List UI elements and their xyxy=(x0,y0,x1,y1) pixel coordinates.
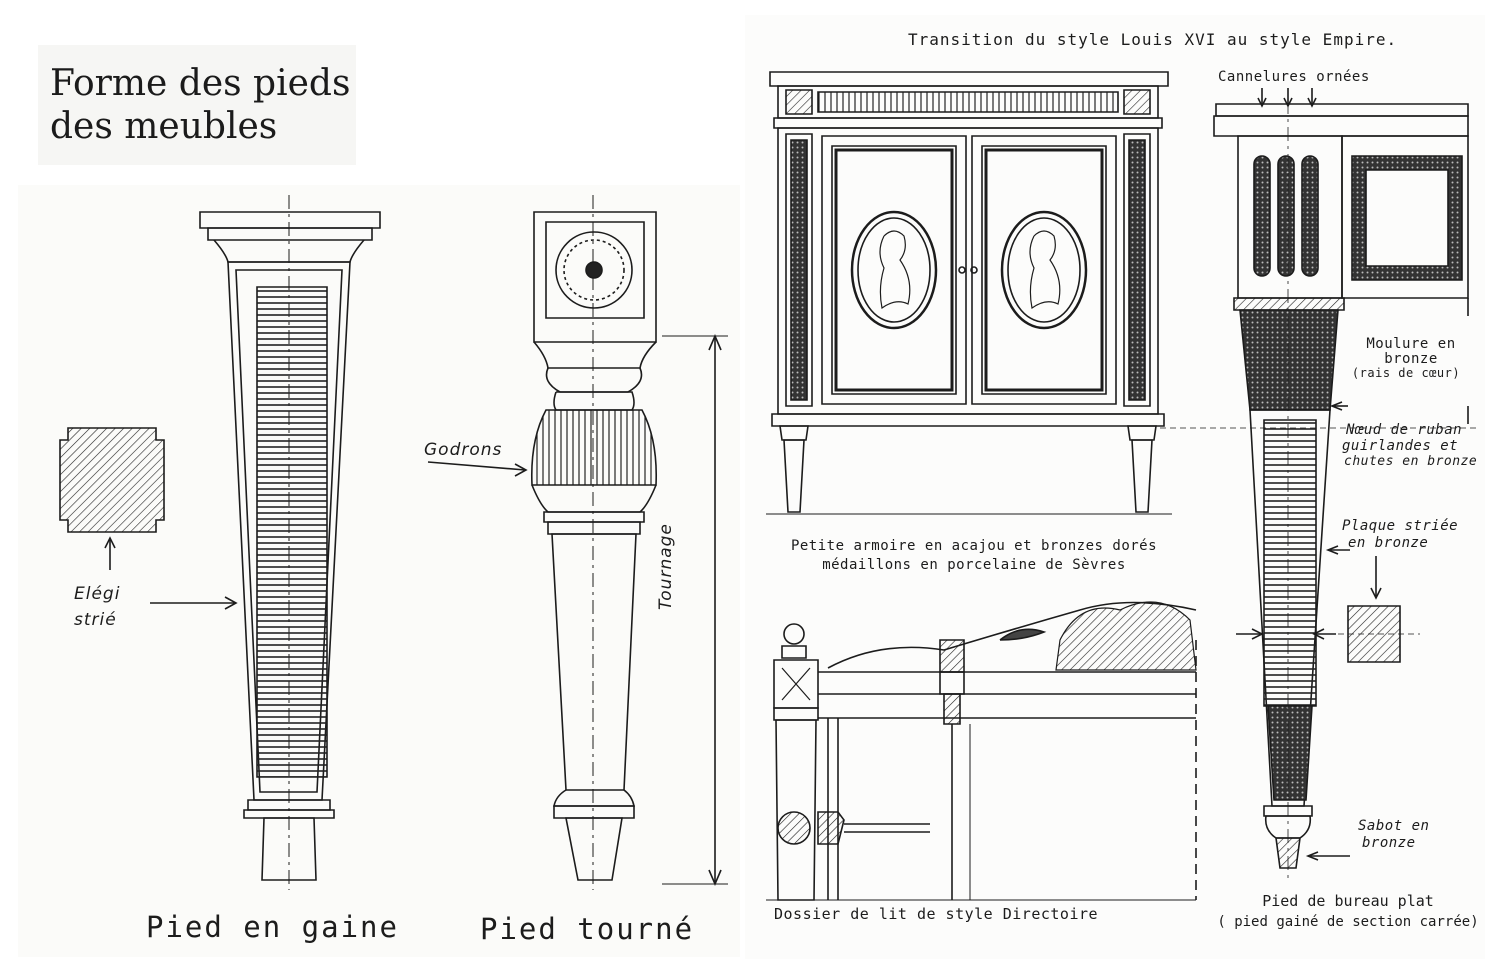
title-box xyxy=(38,45,356,165)
label-plaque-line2: en bronze xyxy=(1348,535,1429,551)
label-bureau-line1: Pied de bureau plat xyxy=(1262,892,1434,910)
label-pied-tourne: Pied tourné xyxy=(480,912,695,946)
label-dossier: Dossier de lit de style Directoire xyxy=(774,905,1099,923)
pied-bureau-drawing xyxy=(1214,88,1468,880)
right-title: Transition du style Louis XVI au style E… xyxy=(908,30,1398,49)
label-elegi-line2: strié xyxy=(74,610,117,630)
label-noeud-line2: guirlandes et xyxy=(1342,438,1459,454)
label-plaque-line1: Plaque striée xyxy=(1342,518,1459,534)
armoire-drawing xyxy=(766,72,1480,514)
pied-tourne-drawing xyxy=(532,195,656,890)
label-cannelures: Cannelures ornées xyxy=(1218,69,1370,85)
label-sabot-line2: bronze xyxy=(1362,835,1416,851)
label-tournage: Tournage xyxy=(656,523,676,610)
label-moulure-line3: (rais de cœur) xyxy=(1351,366,1461,380)
label-armoire-line1: Petite armoire en acajou et bronzes doré… xyxy=(790,538,1158,554)
dossier-drawing xyxy=(766,602,1196,900)
page-title: Forme des pieds des meubles xyxy=(50,63,351,147)
label-godrons: Godrons xyxy=(424,440,503,460)
label-elegi-line1: Elégi xyxy=(74,584,121,604)
label-pied-en-gaine: Pied en gaine xyxy=(146,910,399,944)
elegi-section xyxy=(60,428,236,609)
label-moulure-line1: Moulure en xyxy=(1366,336,1456,352)
label-moulure-line2: bronze xyxy=(1384,351,1438,367)
label-bureau-line2: ( pied gainé de section carrée) xyxy=(1217,914,1479,930)
label-sabot-line1: Sabot en xyxy=(1358,818,1430,834)
label-armoire-line2: médaillons en porcelaine de Sèvres xyxy=(822,557,1126,573)
label-noeud-line3: chutes en bronze xyxy=(1344,454,1478,469)
pied-en-gaine-drawing xyxy=(200,195,380,890)
label-noeud-line1: Nœud de ruban xyxy=(1346,422,1463,438)
